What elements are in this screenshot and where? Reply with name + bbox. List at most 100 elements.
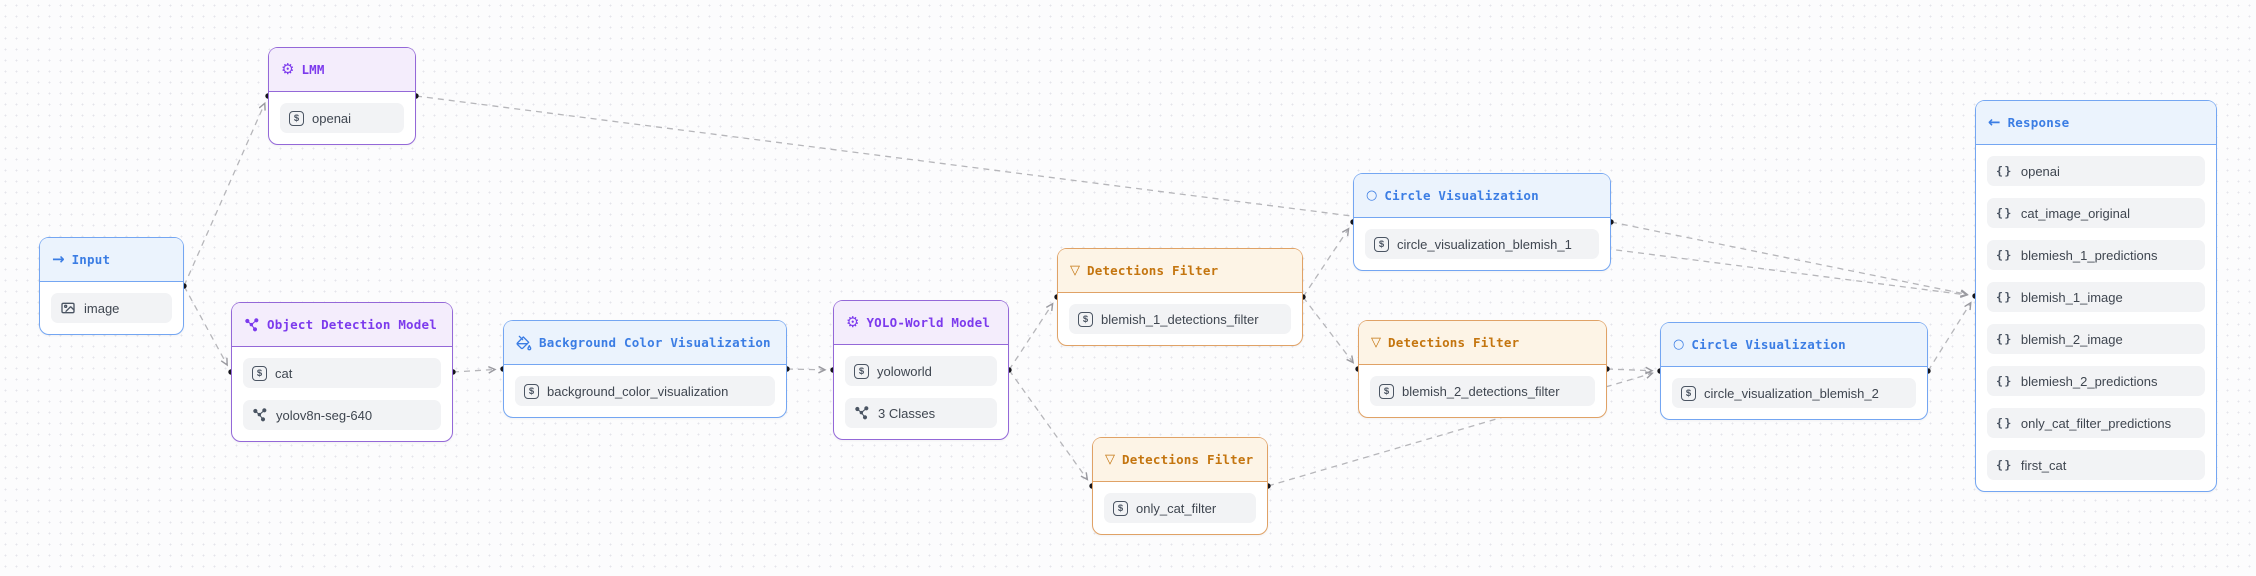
node-item-only_cat_filter[interactable]: $ only_cat_filter (1104, 493, 1256, 523)
node-title: Detections Filter (1388, 335, 1520, 350)
node-item-circle_visualization_blemish_1[interactable]: $circle_visualization_blemish_1 (1365, 229, 1599, 259)
json-icon: {} (1996, 458, 2013, 472)
item-label: image (84, 300, 120, 316)
item-label: blemiesh_2_predictions (2020, 373, 2158, 389)
edge-lmm-to-response (415, 95, 1969, 299)
node-item-blemish_2_detections_filter[interactable]: $blemish_2_detections_filter (1370, 376, 1595, 406)
node-item-3 Classes[interactable]: 3 Classes (845, 398, 997, 428)
json-icon: {} (1996, 332, 2013, 346)
node-df2[interactable]: ▽ Detections Filter $blemish_2_detections_… (1358, 320, 1607, 418)
edge-df1-to-df2 (1302, 296, 1355, 364)
node-header[interactable]: Object Detection Model (232, 303, 452, 347)
node-only_cat[interactable]: ▽ Detections Filter $ only_cat_filter (1092, 437, 1268, 535)
item-label: openai (2020, 163, 2060, 179)
node-bcv[interactable]: Background Color Visualization $ backgroun… (503, 320, 787, 418)
node-item-cat[interactable]: $cat (243, 358, 441, 388)
node-header[interactable]: ▽ Detections Filter (1359, 321, 1606, 365)
item-label: only_cat_filter (1136, 500, 1217, 516)
string-icon: $ (1379, 383, 1394, 399)
item-label: openai (312, 110, 352, 126)
node-item-circle_visualization_blemish_2[interactable]: $circle_visualization_blemish_2 (1672, 378, 1916, 408)
node-title: Detections Filter (1122, 452, 1254, 467)
node-header[interactable]: Background Color Visualization (504, 321, 786, 365)
node-title: YOLO-World Model (866, 315, 991, 330)
string-icon: $ (252, 365, 267, 381)
node-item-only_cat_filter_predictions[interactable]: {}only_cat_filter_predictions (1987, 408, 2205, 438)
node-header[interactable]: ○ Circle Visualization (1661, 323, 1927, 367)
node-item-cat_image_original[interactable]: {} cat_image_original (1987, 198, 2205, 228)
node-body: $cat yolov8n-seg-640 (232, 347, 452, 441)
edge-yolo-to-only_cat (1008, 369, 1089, 481)
node-header[interactable]: ⚙YOLO-World Model (834, 301, 1008, 345)
circle-icon: ○ (1366, 188, 1378, 203)
node-header[interactable]: ←Response (1976, 101, 2216, 145)
node-body: $yoloworld 3 Classes (834, 345, 1008, 439)
item-label: circle_visualization_blemish_2 (1704, 385, 1879, 401)
node-item-background_color_visualization[interactable]: $ background_color_visualization (515, 376, 775, 406)
node-body: $ background_color_visualization (504, 365, 786, 417)
edge-input-to-lmm (183, 101, 266, 287)
node-header[interactable]: ▽ Detections Filter (1093, 438, 1267, 482)
node-item-first_cat[interactable]: {}first_cat (1987, 450, 2205, 480)
node-item-yolov8n-seg-640[interactable]: yolov8n-seg-640 (243, 400, 441, 430)
string-icon: $ (1374, 236, 1389, 252)
node-response[interactable]: ←Response{}openai{}cat_image_original{}b… (1975, 100, 2217, 492)
node-body: $ only_cat_filter (1093, 482, 1267, 534)
node-body: image (40, 282, 183, 334)
funnel-icon: ▽ (1371, 335, 1381, 350)
node-cv2[interactable]: ○ Circle Visualization $circle_visualizati… (1660, 322, 1928, 420)
node-item-yoloworld[interactable]: $yoloworld (845, 356, 997, 386)
edge-df1-to-cv1 (1302, 227, 1350, 298)
funnel-icon: ▽ (1070, 263, 1080, 278)
node-df1[interactable]: ▽Detections Filter $blemish_1_detections_… (1057, 248, 1303, 346)
item-label: yolov8n-seg-640 (276, 407, 373, 423)
edge-cv2-to-response (1927, 301, 1972, 372)
node-cv1[interactable]: ○ Circle Visualization $circle_visualizati… (1353, 173, 1611, 271)
node-item-blemish_1_detections_filter[interactable]: $blemish_1_detections_filter (1069, 304, 1291, 334)
item-label: background_color_visualization (547, 383, 729, 399)
edge-input-to-odm (183, 285, 228, 367)
node-item-blemiesh_1_predictions[interactable]: {}blemiesh_1_predictions (1987, 240, 2205, 270)
circle-icon: ○ (1673, 337, 1685, 352)
node-item-blemiesh_2_predictions[interactable]: {}blemiesh_2_predictions (1987, 366, 2205, 396)
node-item-blemish_2_image[interactable]: {}blemish_2_image (1987, 324, 2205, 354)
string-icon: $ (1113, 500, 1128, 516)
json-icon: {} (1996, 416, 2013, 430)
node-body: $ openai (269, 92, 415, 144)
edge-bcv-to-yolo (786, 365, 827, 374)
node-header[interactable]: ○ Circle Visualization (1354, 174, 1610, 218)
edge-odm-to-bcv (452, 365, 497, 374)
item-label: cat_image_original (2020, 205, 2130, 221)
node-item-blemish_1_image[interactable]: {}blemish_1_image (1987, 282, 2205, 312)
network-icon (252, 407, 268, 423)
item-label: blemish_1_image (2020, 289, 2123, 305)
paint-bucket-icon (516, 335, 532, 351)
edge-yolo-to-df1 (1008, 302, 1054, 371)
node-lmm[interactable]: ⚙LMM $ openai (268, 47, 416, 145)
node-odm[interactable]: Object Detection Model $cat yolov8n-seg-64… (231, 302, 453, 442)
node-body: $blemish_1_detections_filter (1058, 293, 1302, 345)
edge-df2-to-cv2 (1606, 366, 1654, 375)
node-header[interactable]: →Input (40, 238, 183, 282)
node-title: Object Detection Model (267, 317, 437, 332)
node-header[interactable]: ▽Detections Filter (1058, 249, 1302, 293)
node-input[interactable]: →Input image (39, 237, 184, 335)
json-icon: {} (1996, 206, 2013, 220)
node-title: Circle Visualization (1384, 188, 1539, 203)
node-title: LMM (301, 62, 325, 77)
node-title: Circle Visualization (1691, 337, 1846, 352)
node-title: Input (71, 252, 111, 267)
node-header[interactable]: ⚙LMM (269, 48, 415, 92)
node-item-openai[interactable]: $ openai (280, 103, 404, 133)
string-icon: $ (289, 110, 304, 126)
node-yolo[interactable]: ⚙YOLO-World Model $yoloworld 3 Classes (833, 300, 1009, 440)
node-item-image[interactable]: image (51, 293, 172, 323)
node-item-openai[interactable]: {} openai (1987, 156, 2205, 186)
node-body: $circle_visualization_blemish_2 (1661, 367, 1927, 419)
string-icon: $ (524, 383, 539, 399)
network-icon (244, 317, 260, 333)
funnel-icon: ▽ (1105, 452, 1115, 467)
json-icon: {} (1996, 164, 2013, 178)
edge-cv1-to-response (1610, 221, 1969, 297)
